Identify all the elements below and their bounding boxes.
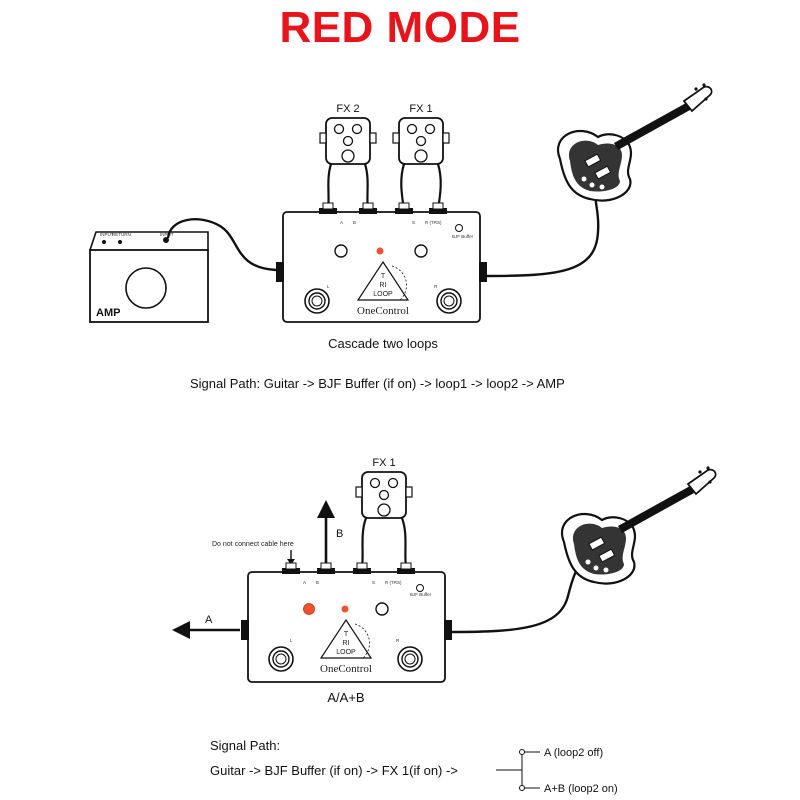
jack-label: S [372,580,375,585]
bjf-buffer-label: BJF Buffer [452,234,474,239]
footswitch-label-r: R [396,638,400,643]
mode-led [376,247,384,255]
bottom-caption: A/A+B [327,690,364,705]
bottom-diagram: FX 1 B Do not connect cable here A [172,457,717,795]
brand-logo: OneControl [320,663,372,675]
jack-label: B [316,580,319,585]
jack-label: A [303,580,306,585]
logo-line: LOOP [373,291,393,298]
effect-pedal-icon [392,117,450,165]
footswitch-r [436,288,462,314]
arrow-up-icon: B [317,500,343,568]
arrow-left-icon: A [172,614,240,639]
footswitch-label-l: L [327,284,330,289]
fx1-pedal: FX 1 [392,103,450,211]
amp-icon: INPUT RETURN INPUT AMP [89,231,209,323]
fx1-pedal-bottom: FX 1 [355,457,413,569]
guitar-icon [556,82,713,202]
fx1-label: FX 1 [409,103,432,115]
jack-label: R (TRS) [425,220,442,225]
bottom-signal-path-line: Guitar -> BJF Buffer (if on) -> FX 1(if … [210,763,458,778]
loop-a-led [303,603,315,615]
jack-label: R (TRS) [385,580,402,585]
fx2-pedal: FX 2 [319,103,377,211]
logo-line: T [381,273,386,280]
do-not-connect-note: Do not connect cable here [212,541,294,548]
footswitch-l [268,646,294,672]
amp-jack-label: RETURN [112,232,131,237]
branch-output-ab: A+B (loop2 on) [544,783,618,795]
footswitch-label-r: R [434,284,438,289]
logo-line: T [344,631,349,638]
amp-jack-label: INPUT [160,232,174,237]
amp-jack-label: INPUT [100,232,114,237]
jack-label: B [353,220,356,225]
bjf-buffer-label: BJF Buffer [410,592,432,597]
logo-line: RI [343,640,350,647]
footswitch-label-l: L [290,638,293,643]
logo-line: LOOP [336,649,356,656]
jack-label: A [340,220,343,225]
triloop-device-bottom: A B S R (TRS) BJF Buffer T RI LOOP OneCo… [241,562,452,683]
top-diagram: FX 2 FX 1 INPUT RETURN INPUT AMP [89,82,713,391]
arrow-a-label: A [205,614,213,626]
effect-pedal-icon [319,117,377,165]
arrow-b-label: B [336,528,343,540]
mode-led [341,605,349,613]
amp-label: AMP [96,307,120,319]
guitar-icon [560,465,717,585]
triloop-device: A B S R (TRS) BJF Buffer T RI LOOP OneCo… [276,202,487,323]
branch-output-a: A (loop2 off) [544,747,603,759]
arrow-down-icon [287,550,295,565]
page-title: RED MODE [279,3,521,52]
brand-logo: OneControl [357,305,409,317]
top-signal-path: Signal Path: Guitar -> BJF Buffer (if on… [190,376,565,391]
footswitch-l [304,288,330,314]
signal-branch-diagram: A (loop2 off) A+B (loop2 on) [496,747,618,795]
footswitch-r [397,646,423,672]
bottom-signal-path-heading: Signal Path: [210,738,280,753]
top-caption: Cascade two loops [328,336,438,351]
jack-label: S [412,220,415,225]
fx2-label: FX 2 [336,103,359,115]
logo-line: RI [380,282,387,289]
fx1-label: FX 1 [372,457,395,469]
effect-pedal-icon [355,471,413,519]
